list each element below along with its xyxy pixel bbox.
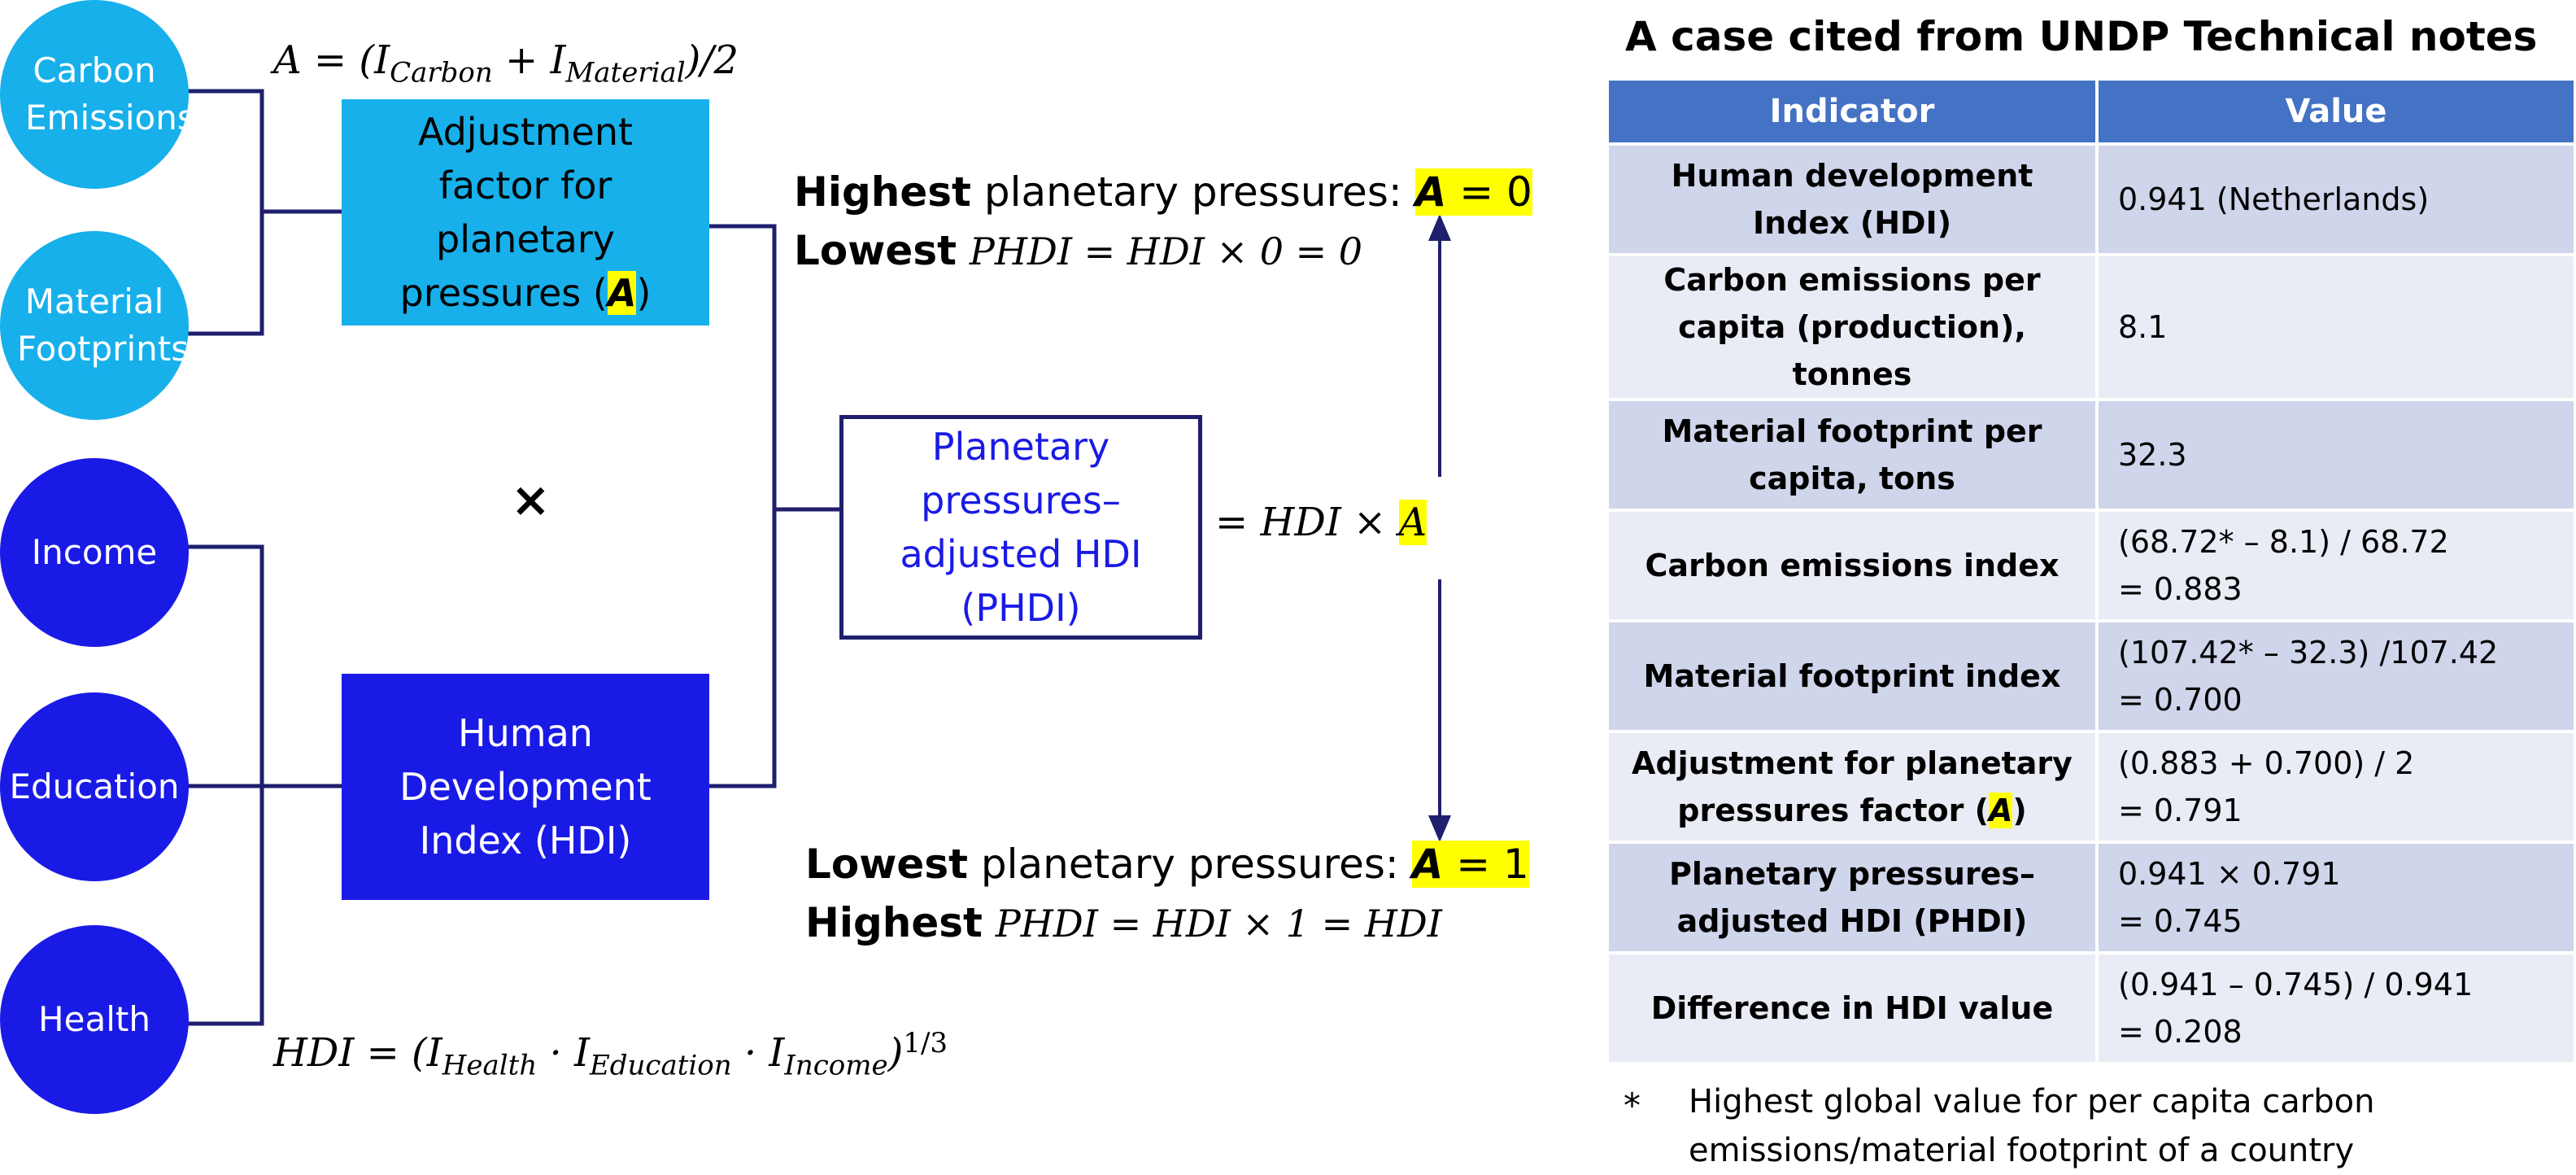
health-node: Health xyxy=(0,925,189,1114)
symbol-a-highlight: A xyxy=(607,271,637,315)
carbon-emissions-node: Carbon Emissions xyxy=(0,0,195,189)
formula-adjustment: A = (ICarbon + IMaterial)/2 xyxy=(273,37,739,90)
symbol-a-highlight: A xyxy=(1988,793,2013,828)
table-row: Planetary pressures–adjusted HDI (PHDI) … xyxy=(1606,841,2576,954)
arrow-down-head xyxy=(1427,815,1452,843)
indicator-cell: Planetary pressures–adjusted HDI (PHDI) xyxy=(1606,841,2099,954)
value-cell: 0.941 × 0.791= 0.745 xyxy=(2095,841,2576,954)
arrow-up-head xyxy=(1427,213,1452,241)
indicator-cell: Carbon emissions per capita (production)… xyxy=(1606,253,2099,401)
table-row: Human development Index (HDI) 0.941 (Net… xyxy=(1606,142,2576,256)
adjustment-factor-box: Adjustment factor for planetary pressure… xyxy=(342,99,709,325)
phdi-box: Planetary pressures–adjusted HDI (PHDI) xyxy=(839,415,1202,640)
footnote-marker: * xyxy=(1624,1085,1641,1125)
header-indicator: Indicator xyxy=(1606,77,2099,146)
table-row: Carbon emissions index (68.72* – 8.1) / … xyxy=(1606,509,2576,622)
income-node: Income xyxy=(0,458,189,647)
education-node: Education xyxy=(0,692,189,881)
indicator-cell: Adjustment for planetary pressures facto… xyxy=(1606,730,2099,844)
formula-hdi: HDI = (IHealth · IEducation · IIncome)1/… xyxy=(273,1027,948,1082)
a-one-highlight: A = 1 xyxy=(1411,841,1529,888)
table-row: Carbon emissions per capita (production)… xyxy=(1606,253,2576,401)
value-cell: 32.3 xyxy=(2095,398,2576,512)
indicator-cell: Difference in HDI value xyxy=(1606,951,2099,1065)
lowest-pressures-statement: Lowest planetary pressures: A = 1 Highes… xyxy=(805,841,1529,946)
table-header-row: Indicator Value xyxy=(1606,77,2576,146)
value-cell: 8.1 xyxy=(2095,253,2576,401)
case-table: Indicator Value Human development Index … xyxy=(1606,77,2576,1065)
indicator-cell: Material footprint index xyxy=(1606,619,2099,733)
highest-pressures-statement: Highest planetary pressures: A = 0 Lowes… xyxy=(794,168,1532,274)
indicator-cell: Human development Index (HDI) xyxy=(1606,142,2099,256)
value-cell: (107.42* – 32.3) /107.42= 0.700 xyxy=(2095,619,2576,733)
table-row: Material footprint index (107.42* – 32.3… xyxy=(1606,619,2576,733)
symbol-a-highlight: A xyxy=(1398,500,1427,545)
footnote-text: Highest global value for per capita carb… xyxy=(1689,1083,2375,1169)
bracket-carbon-material xyxy=(187,89,264,336)
header-value: Value xyxy=(2095,77,2576,146)
hdi-box: Human Development Index (HDI) xyxy=(342,674,709,900)
indicator-cell: Material footprint per capita, tons xyxy=(1606,398,2099,512)
value-cell: 0.941 (Netherlands) xyxy=(2095,142,2576,256)
bracket-to-phdi xyxy=(709,224,777,788)
material-footprints-node: Material Footprints xyxy=(0,231,189,420)
table-row: Material footprint per capita, tons 32.3 xyxy=(1606,398,2576,512)
formula-phdi: = HDI × A xyxy=(1215,500,1427,545)
value-cell: (0.941 – 0.745) / 0.941= 0.208 xyxy=(2095,951,2576,1065)
table-row: Adjustment for planetary pressures facto… xyxy=(1606,730,2576,844)
table-row: Difference in HDI value (0.941 – 0.745) … xyxy=(1606,951,2576,1065)
case-table-title: A case cited from UNDP Technical notes xyxy=(1625,13,2538,60)
value-cell: (68.72* – 8.1) / 68.72= 0.883 xyxy=(2095,509,2576,622)
indicator-cell: Carbon emissions index xyxy=(1606,509,2099,622)
multiply-sign: × xyxy=(511,472,551,527)
a-zero-highlight: A = 0 xyxy=(1414,168,1532,216)
value-cell: (0.883 + 0.700) / 2= 0.791 xyxy=(2095,730,2576,844)
